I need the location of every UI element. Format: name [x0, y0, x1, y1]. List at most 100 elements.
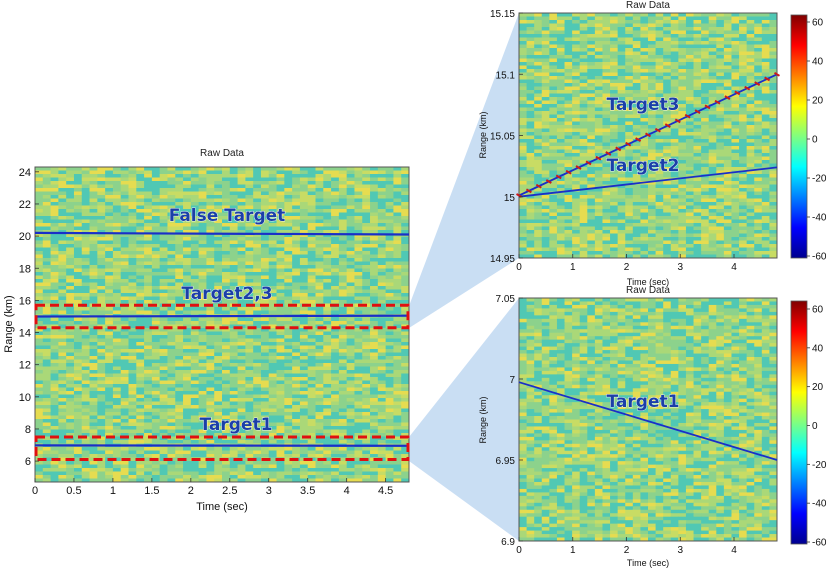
heatmap-cell	[245, 310, 254, 315]
heatmap-cell	[572, 16, 581, 21]
heatmap-cell	[167, 345, 176, 350]
heatmap-cell	[245, 363, 254, 367]
heatmap-cell	[35, 296, 44, 301]
heatmap-cell	[276, 454, 285, 458]
heatmap-cell	[315, 422, 324, 427]
heatmap-cell	[723, 51, 732, 56]
heatmap-cell	[331, 412, 340, 416]
heatmap-cell	[377, 293, 387, 297]
heatmap-cell	[50, 433, 59, 437]
heatmap-cell	[144, 419, 153, 423]
heatmap-cell	[58, 359, 67, 364]
heatmap-cell	[526, 44, 535, 49]
heatmap-cell	[190, 188, 200, 192]
heatmap-cell	[534, 48, 543, 52]
heatmap-cell	[299, 331, 309, 336]
heatmap-cell	[526, 20, 535, 24]
heatmap-cell	[229, 447, 238, 451]
heatmap-cell	[198, 338, 207, 343]
heatmap-cell	[331, 454, 340, 458]
heatmap-cell	[594, 34, 603, 38]
heatmap-cell	[260, 454, 270, 458]
heatmap-cell	[276, 268, 285, 273]
heatmap-cell	[73, 447, 83, 451]
heatmap-cell	[276, 289, 285, 294]
heatmap-cell	[393, 289, 402, 294]
heatmap-cell	[128, 170, 137, 175]
heatmap-cell	[331, 237, 340, 241]
heatmap-cell	[362, 202, 371, 206]
heatmap-cell	[42, 181, 51, 185]
heatmap-cell	[167, 370, 176, 374]
heatmap-cell	[198, 198, 207, 203]
heatmap-cell	[50, 188, 59, 192]
heatmap-cell	[370, 422, 379, 427]
heatmap-cell	[393, 251, 402, 255]
heatmap-cell	[260, 265, 270, 269]
heatmap-cell	[144, 380, 153, 385]
heatmap-cell	[655, 62, 664, 66]
heatmap-cell	[66, 244, 75, 248]
heatmap-cell	[648, 34, 656, 38]
heatmap-cell	[222, 167, 231, 171]
heatmap-cell	[307, 177, 316, 182]
heatmap-cell	[237, 233, 246, 238]
heatmap-cell	[385, 279, 394, 283]
heatmap-cell	[120, 370, 129, 374]
heatmap-cell	[268, 349, 277, 353]
heatmap-cell	[120, 398, 129, 402]
heatmap-cell	[346, 426, 355, 430]
heatmap-cell	[112, 342, 122, 346]
heatmap-cell	[655, 16, 664, 21]
heatmap-cell	[370, 258, 379, 262]
heatmap-cell	[602, 27, 611, 31]
heatmap-cell	[151, 321, 161, 325]
heatmap-cell	[42, 293, 51, 297]
heatmap-cell	[167, 426, 176, 430]
heatmap-cell	[632, 16, 641, 21]
heatmap-cell	[315, 380, 324, 385]
heatmap-cell	[549, 37, 558, 42]
heatmap-cell	[190, 181, 200, 185]
heatmap-cell	[214, 359, 223, 364]
heatmap-cell	[206, 226, 215, 231]
heatmap-cell	[670, 51, 679, 56]
heatmap-cell	[393, 338, 402, 343]
heatmap-cell	[346, 468, 355, 472]
heatmap-cell	[120, 195, 129, 199]
heatmap-cell	[377, 202, 387, 206]
heatmap-cell	[625, 48, 634, 52]
heatmap-cell	[175, 461, 184, 465]
heatmap-cell	[198, 349, 207, 353]
heatmap-cell	[260, 310, 270, 315]
heatmap-cell	[587, 41, 596, 45]
heatmap-cell	[73, 251, 83, 255]
heatmap-cell	[769, 34, 778, 38]
heatmap-cell	[663, 69, 672, 73]
heatmap-cell	[206, 380, 215, 385]
heatmap-cell	[89, 461, 98, 465]
y-tick-label: 18	[19, 263, 31, 275]
heatmap-cell	[167, 275, 176, 280]
heatmap-cell	[338, 307, 348, 311]
heatmap-cell	[222, 226, 231, 231]
heatmap-cell	[42, 419, 51, 423]
heatmap-cell	[625, 41, 634, 45]
heatmap-cell	[159, 233, 168, 238]
heatmap-cell	[401, 387, 410, 392]
heatmap-cell	[377, 328, 387, 332]
heatmap-cell	[183, 433, 192, 437]
heatmap-cell	[128, 345, 137, 350]
heatmap-cell	[42, 289, 51, 294]
heatmap-cell	[73, 464, 83, 469]
heatmap-cell	[292, 202, 301, 206]
heatmap-cell	[331, 181, 340, 185]
heatmap-cell	[35, 279, 44, 283]
heatmap-cell	[151, 447, 161, 451]
heatmap-cell	[354, 205, 363, 210]
heatmap-cell	[331, 373, 340, 378]
heatmap-cell	[73, 167, 83, 171]
heatmap-cell	[284, 310, 293, 315]
heatmap-cell	[190, 247, 200, 252]
heatmap-cell	[120, 387, 129, 392]
